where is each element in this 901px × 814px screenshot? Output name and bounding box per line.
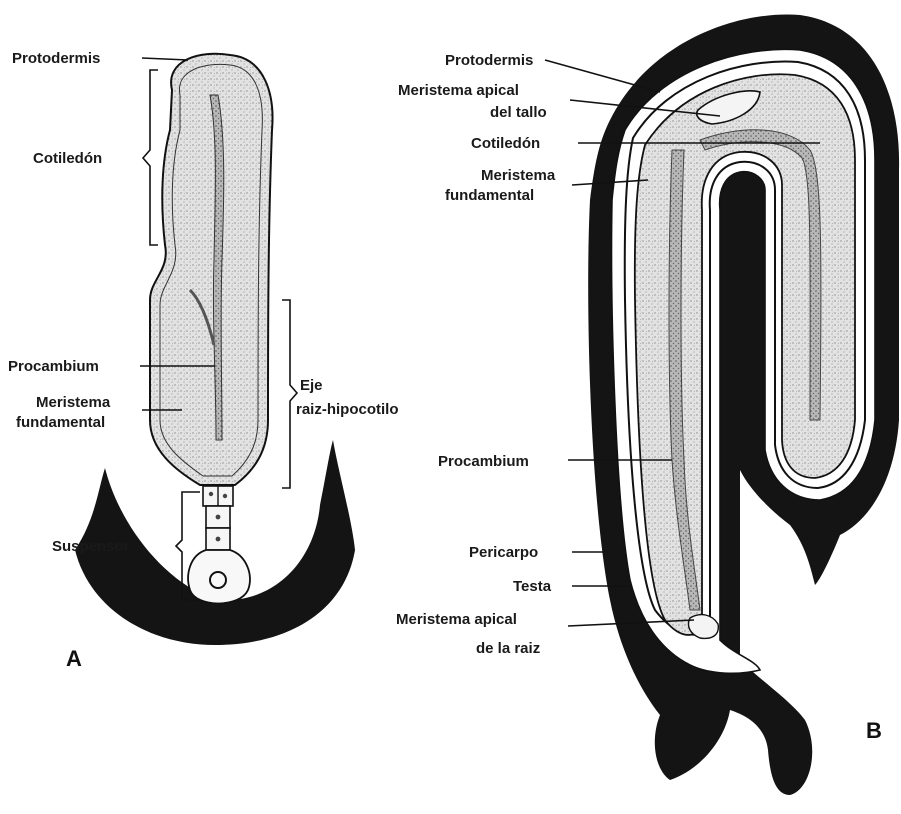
suspensor-nucleus <box>216 537 221 542</box>
label-meristema-apical-tallo-1: Meristema apical <box>398 82 519 99</box>
label-meristema-fundamental-a-2: fundamental <box>16 414 105 431</box>
label-protodermis-a: Protodermis <box>12 50 100 67</box>
label-meristema-fundamental-b-1: Meristema <box>481 167 556 184</box>
panel-letter-b: B <box>866 718 882 743</box>
basal-cell <box>188 550 250 604</box>
panel-b: Protodermis Meristema apical del tallo C… <box>396 14 899 795</box>
label-procambium-a: Procambium <box>8 358 99 375</box>
cotiledon-bracket <box>143 70 158 245</box>
label-meristema-apical-raiz-2: de la raiz <box>476 640 540 657</box>
label-eje-1: Eje <box>300 377 323 394</box>
label-meristema-apical-tallo-2: del tallo <box>490 104 547 121</box>
label-meristema-apical-raiz-1: Meristema apical <box>396 611 517 628</box>
label-eje-2: raiz-hipocotilo <box>296 401 399 418</box>
label-testa: Testa <box>513 578 552 595</box>
label-cotiledon-a: Cotiledón <box>33 150 102 167</box>
panel-a: Protodermis Cotiledón Procambium Meriste… <box>8 50 399 671</box>
suspensor-nucleus <box>209 492 213 496</box>
embryo-body-a <box>150 54 273 485</box>
label-meristema-fundamental-a-1: Meristema <box>36 394 111 411</box>
panel-letter-a: A <box>66 646 82 671</box>
label-pericarpo: Pericarpo <box>469 544 538 561</box>
label-cotiledon-b: Cotiledón <box>471 135 540 152</box>
label-procambium-b: Procambium <box>438 453 529 470</box>
eje-bracket <box>282 300 297 488</box>
label-meristema-fundamental-b-2: fundamental <box>445 187 534 204</box>
label-protodermis-b: Protodermis <box>445 52 533 69</box>
leader-protodermis-a <box>142 58 188 60</box>
suspensor-nucleus <box>216 515 221 520</box>
label-suspensor: Suspensor <box>52 538 130 555</box>
suspensor-nucleus <box>223 494 227 498</box>
